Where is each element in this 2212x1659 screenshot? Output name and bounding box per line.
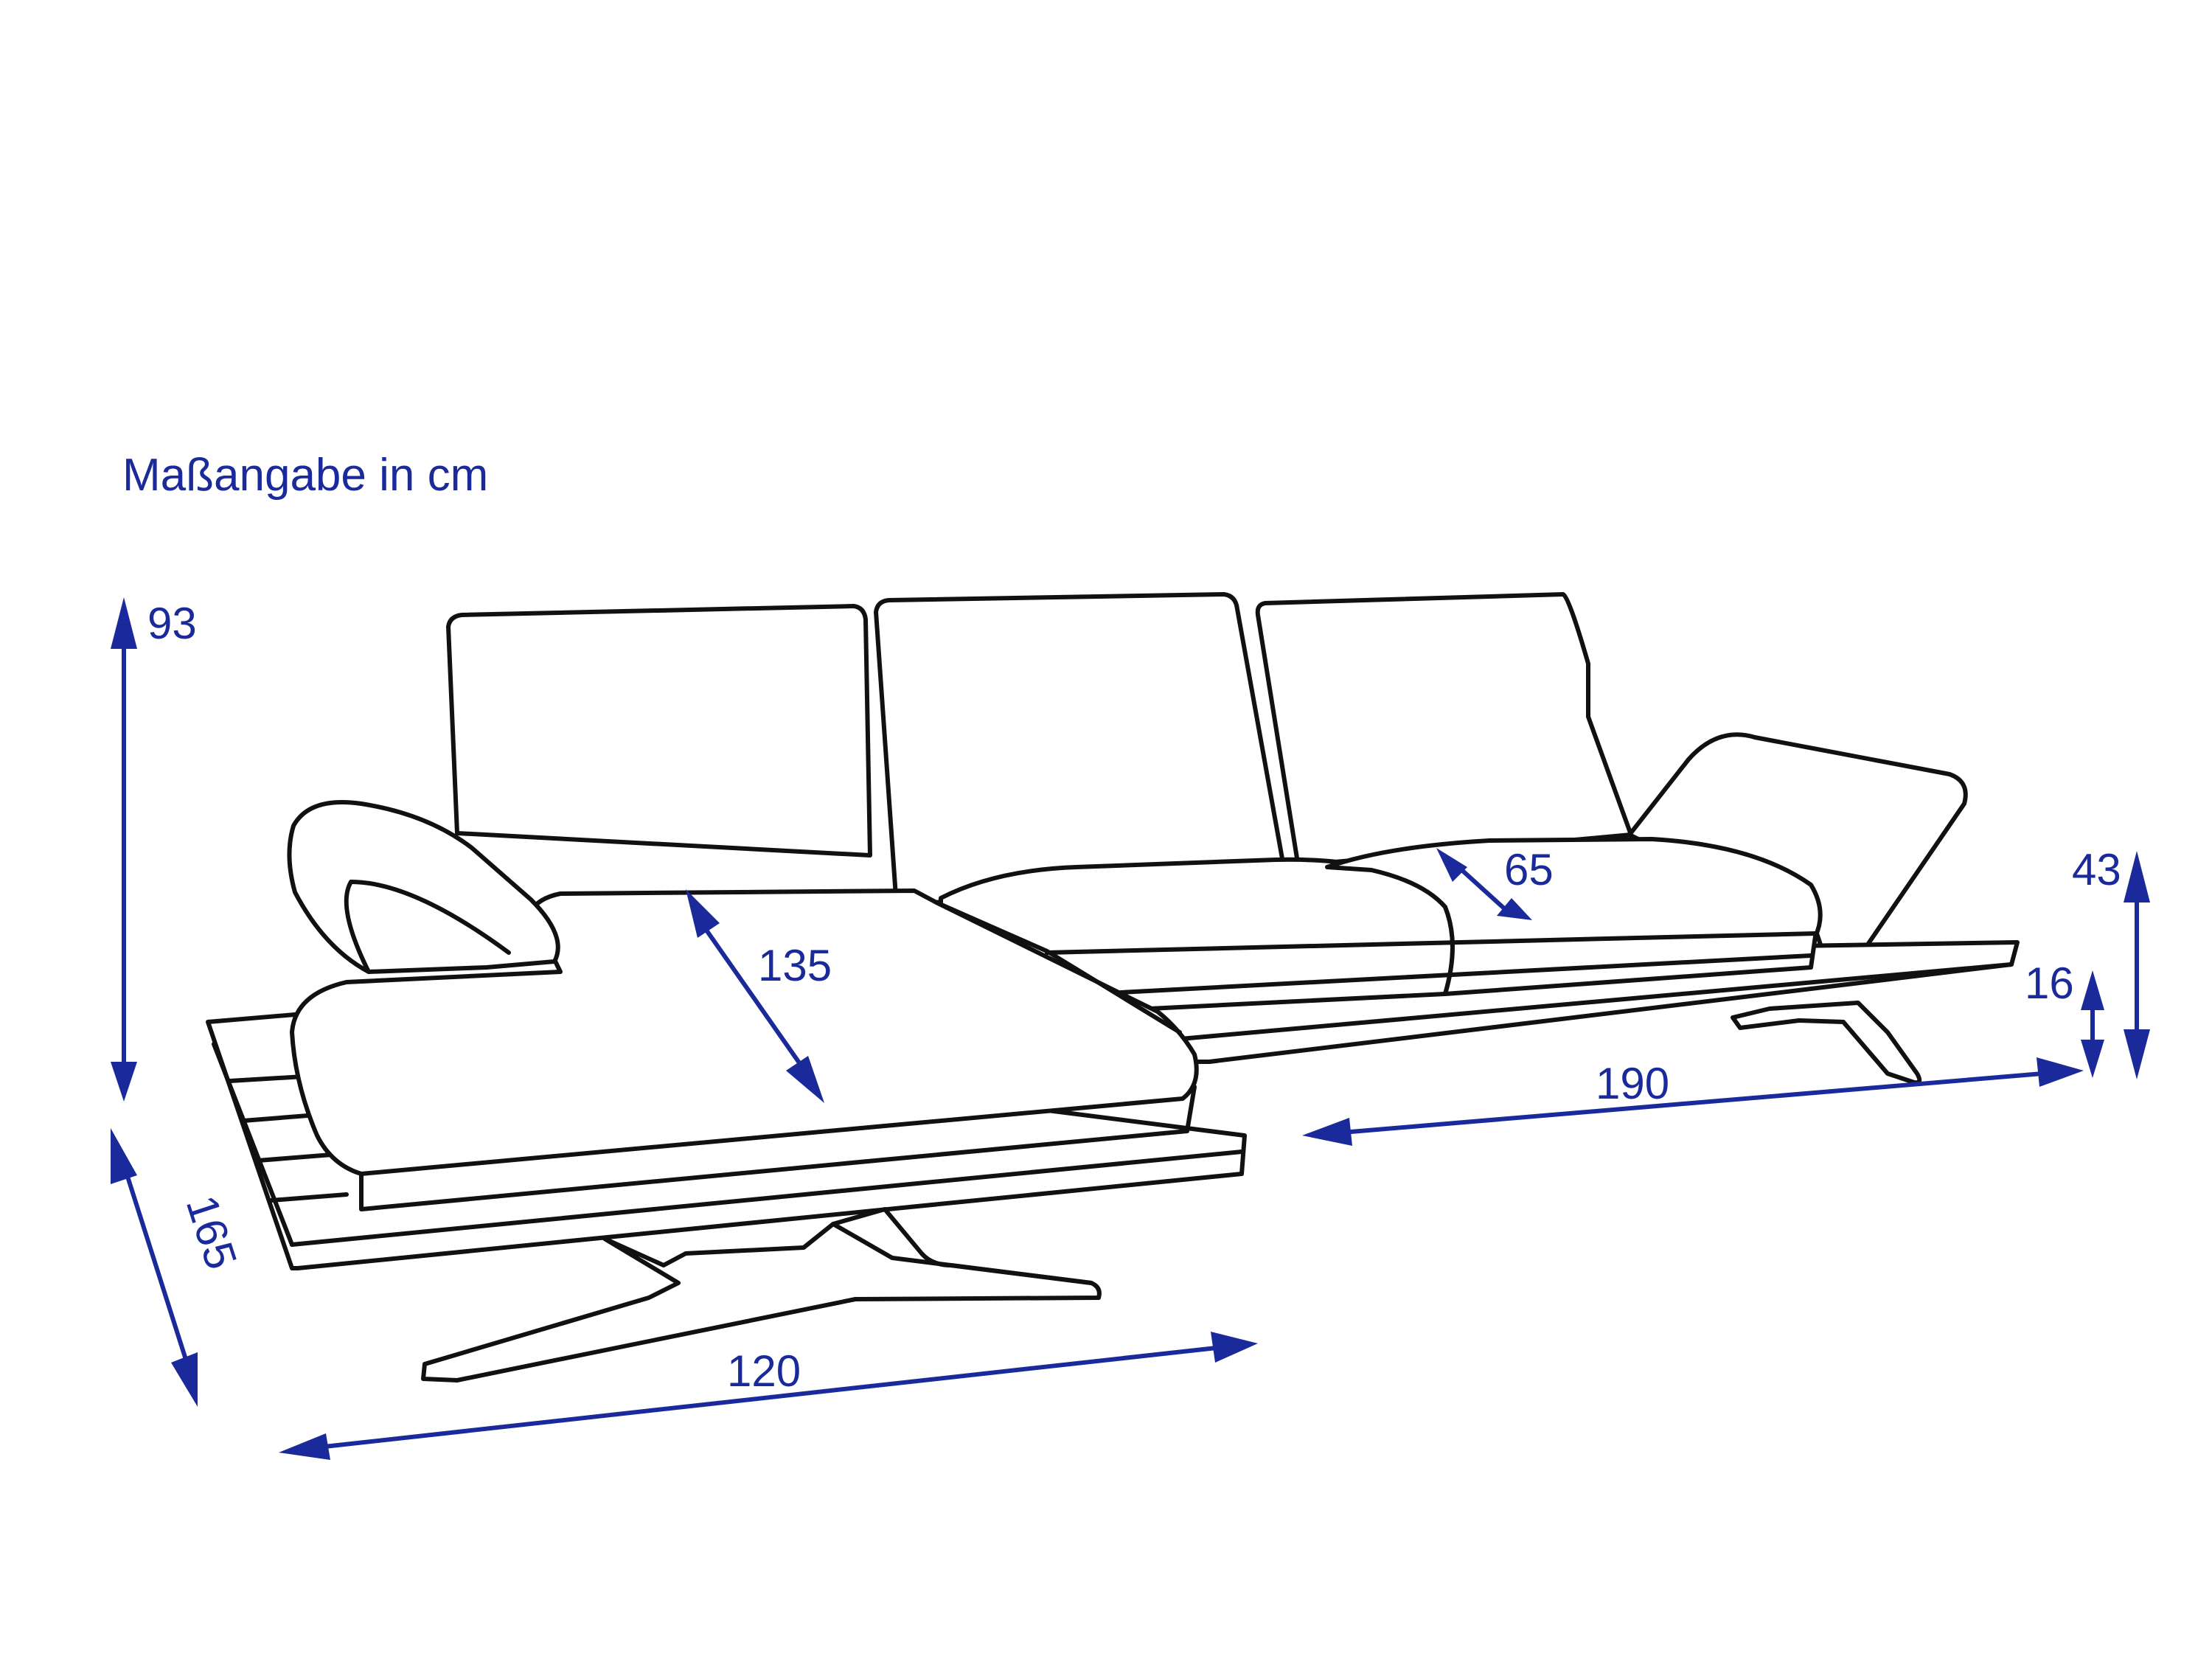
label-platform-height: 16 — [2025, 959, 2074, 1008]
dim-chaise-width: 120 — [279, 1332, 1258, 1460]
chaise-cushion-seam — [934, 900, 1182, 1034]
label-seat-depth: 65 — [1504, 845, 1554, 894]
label-chaise-width: 120 — [727, 1346, 801, 1396]
label-seat-height: 43 — [2072, 845, 2121, 894]
dim-chaise-seat-depth: 135 — [686, 889, 832, 1103]
seat-cushion-right — [1325, 837, 1823, 996]
chaise-cushion-front — [359, 1085, 1197, 1211]
dim-seat-depth: 65 — [1436, 845, 1554, 920]
back-cushion-right — [1255, 592, 1633, 865]
label-depth: 165 — [177, 1189, 247, 1275]
label-sofa-width: 190 — [1596, 1059, 1669, 1108]
platform-slat-4 — [269, 1192, 349, 1203]
platform-chaise-front — [290, 1150, 1244, 1247]
chaise-headrest — [287, 800, 560, 974]
dim-seat-height: 43 — [2072, 845, 2150, 1079]
label-chaise-seat-depth: 135 — [758, 941, 832, 990]
dim-platform-height: 16 — [2025, 959, 2104, 1078]
dimension-lines: 93 165 120 135 65 — [111, 597, 2150, 1460]
dim-depth: 165 — [111, 1128, 246, 1407]
seat-front-line-2 — [1119, 953, 1813, 995]
platform-main-edge — [1170, 962, 2014, 1042]
platform-slat-3 — [256, 1152, 334, 1163]
seat-front-line — [1045, 931, 1818, 955]
leg-right — [1731, 1001, 1922, 1085]
label-total-height: 93 — [147, 599, 197, 648]
back-cushion-middle — [874, 592, 1285, 909]
sofa-outline — [206, 592, 2020, 1382]
dim-sofa-width: 190 — [1302, 1057, 2084, 1146]
back-cushion-left — [446, 604, 872, 858]
chaise-cushion — [290, 888, 1199, 1176]
leg-chaise-inner — [831, 1222, 1093, 1285]
units-heading: Maßangabe in cm — [122, 450, 488, 501]
platform-slat-2 — [241, 1113, 319, 1123]
dim-total-height: 93 — [111, 597, 197, 1102]
chaise-headrest-seam-2 — [349, 880, 511, 955]
platform-chaise-side — [212, 1042, 294, 1247]
platform-slat-1 — [228, 1074, 306, 1083]
chaise-headrest-seam — [344, 880, 371, 974]
